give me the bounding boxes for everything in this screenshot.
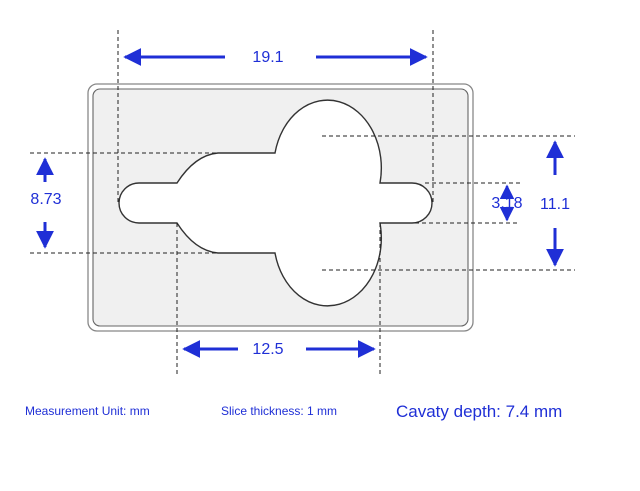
- label-overall-width: 19.1: [252, 49, 283, 66]
- slice-thickness-note: Slice thickness: 1 mm: [221, 404, 338, 418]
- cavity-shape: [118, 99, 433, 307]
- extension-lines: [30, 30, 575, 375]
- label-center-width: 12.5: [252, 341, 283, 358]
- measurement-unit-note: Measurement Unit: mm: [25, 404, 150, 418]
- label-overall-height: 11.1: [540, 196, 570, 213]
- label-slot-height: 3.18: [491, 195, 522, 212]
- cavity-depth-note: Cavaty depth: 7.4 mm: [396, 402, 563, 421]
- label-left-height: 8.73: [30, 191, 61, 208]
